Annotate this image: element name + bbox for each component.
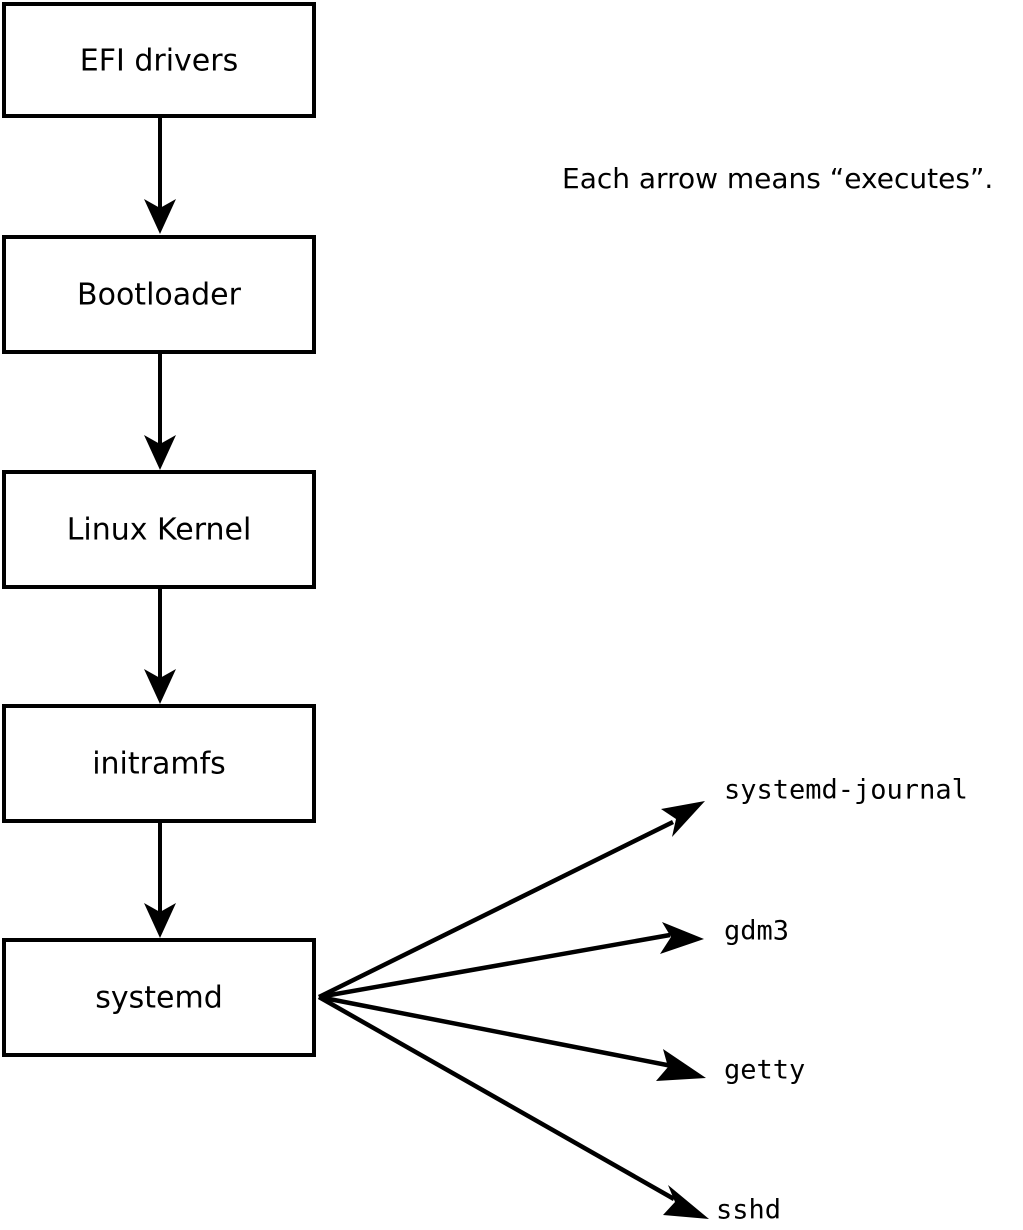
- fanout-arrow-sshd: [317, 995, 709, 1219]
- arrow-head-icon: [656, 1049, 706, 1081]
- service-label-gdm3: gdm3: [724, 916, 789, 947]
- arrow-head-icon: [663, 1185, 709, 1219]
- stage-box-label: Bootloader: [77, 278, 242, 313]
- fanout-arrow-systemd-journal: [318, 801, 705, 1000]
- chain-arrow-bootloader-to-kernel: [144, 354, 176, 470]
- stage-box-systemd[interactable]: systemd: [2, 938, 316, 1057]
- stage-box-rect: [2, 938, 316, 1057]
- stage-box-efi-drivers[interactable]: EFI drivers: [2, 2, 316, 118]
- fanout-arrow-getty: [318, 994, 706, 1081]
- stage-box-linux-kernel[interactable]: Linux Kernel: [2, 470, 316, 589]
- fanout-arrow-line: [318, 932, 671, 1000]
- stage-box-rect: [2, 470, 316, 589]
- arrow-head-down-icon: [144, 903, 176, 938]
- arrow-head-down-icon: [144, 199, 176, 234]
- arrow-head-icon: [660, 922, 704, 954]
- service-label-systemd-journal: systemd-journal: [724, 775, 968, 806]
- stage-box-label: EFI drivers: [80, 44, 238, 79]
- chain-arrow-kernel-to-initramfs: [144, 589, 176, 704]
- stage-box-label: Linux Kernel: [67, 513, 252, 548]
- arrow-head-down-icon: [144, 669, 176, 704]
- service-label-getty: getty: [724, 1055, 805, 1086]
- diagram-caption: Each arrow means “executes”.: [562, 162, 993, 195]
- fanout-arrow-line: [317, 995, 676, 1201]
- fanout-arrow-line: [318, 819, 674, 1000]
- chain-arrow-efi-to-bootloader: [144, 118, 176, 234]
- service-label-sshd: sshd: [716, 1195, 781, 1226]
- stage-box-rect: [2, 235, 316, 354]
- stage-box-label: initramfs: [92, 747, 226, 782]
- arrow-head-down-icon: [144, 435, 176, 470]
- stage-box-bootloader[interactable]: Bootloader: [2, 235, 316, 354]
- stage-box-initramfs[interactable]: initramfs: [2, 704, 316, 823]
- chain-arrow-initramfs-to-systemd: [144, 823, 176, 938]
- stage-box-rect: [2, 704, 316, 823]
- stage-box-label: systemd: [95, 981, 223, 1016]
- arrow-head-icon: [661, 801, 705, 837]
- fanout-arrow-gdm3: [318, 922, 704, 1000]
- fanout-arrow-line: [318, 994, 673, 1069]
- stage-box-rect: [2, 2, 316, 118]
